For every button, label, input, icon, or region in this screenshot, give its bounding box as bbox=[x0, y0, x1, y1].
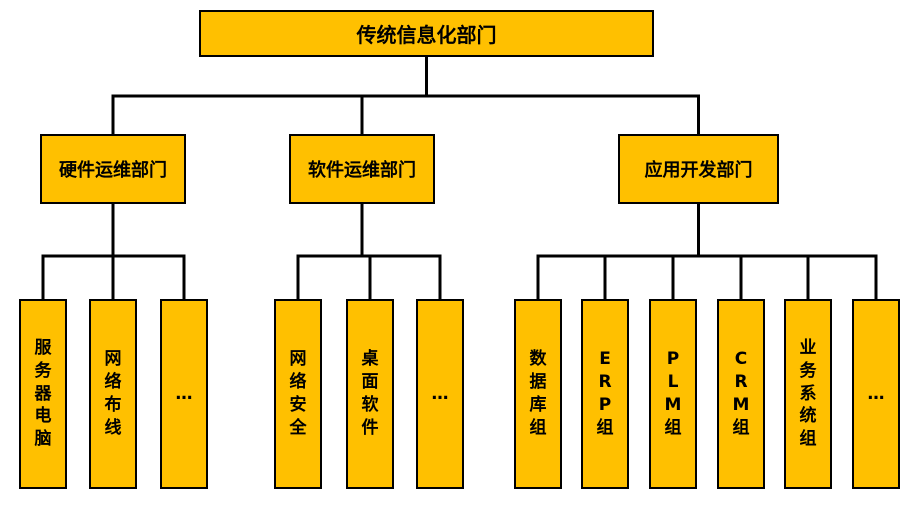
team-label-char: M bbox=[664, 395, 682, 415]
team-label-char: P bbox=[666, 349, 680, 370]
team-label-char: 网 bbox=[104, 349, 122, 370]
team-label-char: M bbox=[732, 395, 750, 415]
team-box: … bbox=[160, 299, 208, 489]
team-label: 网络安全 bbox=[290, 348, 307, 440]
team-box: 数据库组 bbox=[514, 299, 562, 489]
team-box: 网络安全 bbox=[274, 299, 322, 489]
team-box: … bbox=[852, 299, 900, 489]
team-label-char: 统 bbox=[799, 406, 817, 427]
team-label-char: R bbox=[598, 372, 612, 393]
team-label-char: 网 bbox=[289, 349, 307, 370]
department-box: 应用开发部门 bbox=[618, 134, 779, 204]
team-label-char: … bbox=[867, 383, 885, 404]
department-label: 硬件运维部门 bbox=[59, 160, 167, 181]
team-label-char: 电 bbox=[34, 406, 52, 427]
team-box: 网络布线 bbox=[89, 299, 137, 489]
team-label-char: … bbox=[431, 383, 449, 404]
team-label: … bbox=[868, 383, 885, 406]
team-label: … bbox=[176, 383, 193, 406]
team-label-char: 服 bbox=[34, 337, 52, 358]
team-box: 业务系统组 bbox=[784, 299, 832, 489]
team-label-char: 库 bbox=[529, 395, 547, 415]
team-label-char: … bbox=[175, 383, 193, 404]
team-label: 数据库组 bbox=[530, 348, 547, 440]
team-label-char: 业 bbox=[799, 337, 817, 358]
team-label-char: 全 bbox=[289, 417, 307, 438]
team-label-char: 络 bbox=[104, 372, 122, 393]
team-label-char: 据 bbox=[529, 372, 547, 393]
department-label: 应用开发部门 bbox=[644, 160, 753, 181]
team-label: 桌面软件 bbox=[362, 348, 379, 440]
team-label-char: 线 bbox=[104, 417, 122, 438]
department-label: 软件运维部门 bbox=[308, 160, 416, 181]
team-label-char: 桌 bbox=[361, 349, 379, 370]
team-label-char: 软 bbox=[361, 395, 379, 415]
team-label-char: 组 bbox=[596, 417, 614, 438]
team-label-char: E bbox=[599, 349, 611, 370]
team-label: 服务器电脑 bbox=[35, 337, 52, 452]
team-label-char: 务 bbox=[799, 360, 817, 381]
team-box: 桌面软件 bbox=[346, 299, 394, 489]
team-label-char: 器 bbox=[34, 383, 52, 404]
team-label: … bbox=[432, 383, 449, 406]
team-label: 业务系统组 bbox=[800, 337, 817, 452]
team-label-char: 系 bbox=[799, 383, 817, 404]
team-label-char: 数 bbox=[529, 349, 547, 370]
team-label-char: 组 bbox=[732, 417, 750, 438]
team-label-char: 布 bbox=[104, 395, 122, 415]
team-box: 服务器电脑 bbox=[19, 299, 67, 489]
root-department-box: 传统信息化部门 bbox=[199, 10, 654, 57]
root-department-label: 传统信息化部门 bbox=[356, 23, 497, 47]
team-label-char: R bbox=[734, 372, 748, 393]
team-box: … bbox=[416, 299, 464, 489]
team-label-char: 安 bbox=[289, 395, 307, 415]
team-label-char: 脑 bbox=[34, 429, 52, 450]
team-label-char: 络 bbox=[289, 372, 307, 393]
department-box: 硬件运维部门 bbox=[40, 134, 186, 204]
team-label-char: 务 bbox=[34, 360, 52, 381]
team-label-char: 面 bbox=[361, 372, 379, 393]
department-box: 软件运维部门 bbox=[289, 134, 435, 204]
team-label-char: C bbox=[734, 349, 748, 370]
team-label-char: 件 bbox=[361, 417, 379, 438]
team-label-char: 组 bbox=[799, 429, 817, 450]
team-label-char: 组 bbox=[664, 417, 682, 438]
team-label: 网络布线 bbox=[105, 348, 122, 440]
team-label-char: 组 bbox=[529, 417, 547, 438]
team-label-char: L bbox=[667, 372, 679, 393]
team-label-char: P bbox=[598, 395, 612, 415]
